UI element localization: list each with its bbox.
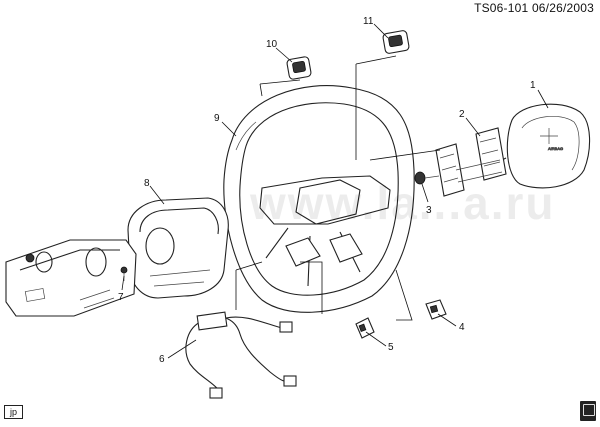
part-8-column-cover bbox=[127, 197, 229, 299]
callout-6: 6 bbox=[159, 354, 165, 365]
diagram-date: 06/26/2003 bbox=[531, 1, 594, 15]
callout-3: 3 bbox=[426, 205, 432, 216]
part-5-switch bbox=[355, 317, 375, 339]
callout-1: 1 bbox=[530, 80, 536, 91]
callout-4: 4 bbox=[459, 322, 465, 333]
steering-column-housing bbox=[5, 239, 137, 317]
part-3-fastener bbox=[414, 171, 440, 185]
callout-9: 9 bbox=[214, 113, 220, 124]
part-4-switch bbox=[425, 299, 447, 320]
diagram-id: TS06-101 bbox=[474, 1, 529, 15]
callout-11: 11 bbox=[363, 16, 374, 27]
diagram-header: TS06-101 06/26/2003 bbox=[474, 1, 594, 15]
part-2-switch-bracket bbox=[435, 127, 507, 197]
part-11-button bbox=[382, 30, 410, 54]
part-9-steering-wheel bbox=[223, 85, 415, 313]
part-6-wiring-harness bbox=[185, 311, 297, 399]
callout-8: 8 bbox=[144, 178, 150, 189]
leader-lines bbox=[121, 23, 549, 359]
callout-2: 2 bbox=[459, 109, 465, 120]
watermark-text: www.la...a.ru bbox=[250, 177, 556, 229]
callout-labels: 1 2 3 4 5 6 7 8 9 10 11 bbox=[118, 16, 536, 365]
callout-10: 10 bbox=[266, 39, 278, 50]
svg-text:AIRBAG: AIRBAG bbox=[548, 146, 563, 151]
footer-tag: jp bbox=[4, 405, 23, 419]
part-1-airbag-module: AIRBAG bbox=[497, 103, 591, 189]
callout-5: 5 bbox=[388, 342, 394, 353]
corner-badge-icon bbox=[580, 401, 596, 421]
callout-7: 7 bbox=[118, 292, 124, 303]
part-10-button bbox=[286, 56, 312, 80]
